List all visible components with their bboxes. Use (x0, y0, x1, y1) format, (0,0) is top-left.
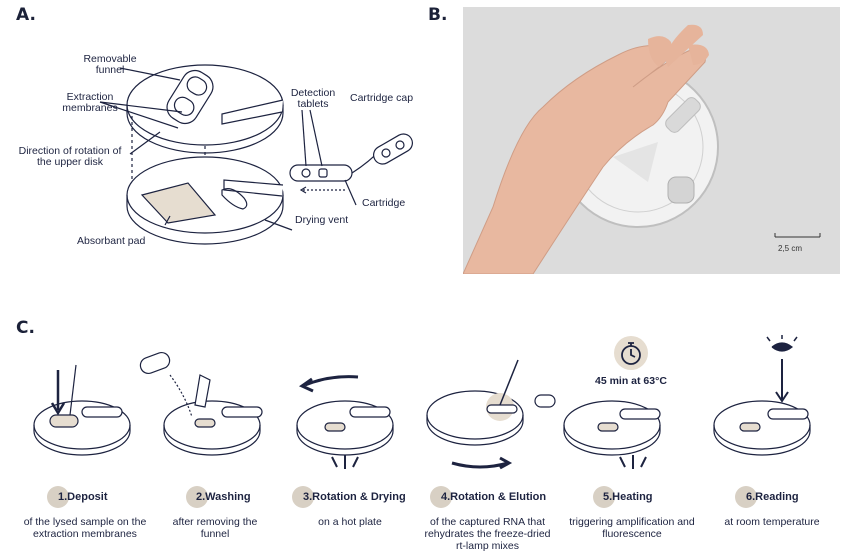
panel-letter-b: B. (428, 5, 447, 25)
step-4-description: of the captured RNA that rehydrates the … (420, 516, 555, 552)
label-cartridge: Cartridge (362, 198, 405, 209)
step-4-title: 4.Rotation & Elution (441, 491, 546, 503)
label-direction-rotation: Direction of rotation of the upper disk (10, 146, 130, 168)
device-photo: 2,5 cm (463, 7, 840, 274)
step-6-description: at room temperature (712, 516, 832, 528)
scale-bar-label: 2,5 cm (778, 243, 802, 254)
step-3-description: on a hot plate (295, 516, 405, 528)
step-5-title: 5.Heating (603, 491, 653, 503)
device-diagram (0, 20, 430, 260)
step-1-description: of the lysed sample on the extraction me… (10, 516, 160, 540)
step-6-title: 6.Reading (746, 491, 799, 503)
label-cartridge-cap: Cartridge cap (350, 93, 413, 104)
label-absorbant-pad: Absorbant pad (77, 236, 145, 247)
step-2-description: after removing the funnel (160, 516, 270, 540)
label-detection-tablets: Detection tablets (283, 88, 343, 110)
step-5-description: triggering amplification and fluorescenc… (562, 516, 702, 540)
label-extraction-membranes: Extraction membranes (55, 92, 125, 114)
label-drying-vent: Drying vent (295, 215, 348, 226)
label-removable-funnel: Removable funnel (70, 54, 150, 76)
steps-illustration (0, 335, 844, 475)
step-1-title: 1.Deposit (58, 491, 108, 503)
step-2-title: 2.Washing (196, 491, 251, 503)
step-3-title: 3.Rotation & Drying (303, 491, 406, 503)
heating-condition: 45 min at 63°C (595, 376, 667, 387)
